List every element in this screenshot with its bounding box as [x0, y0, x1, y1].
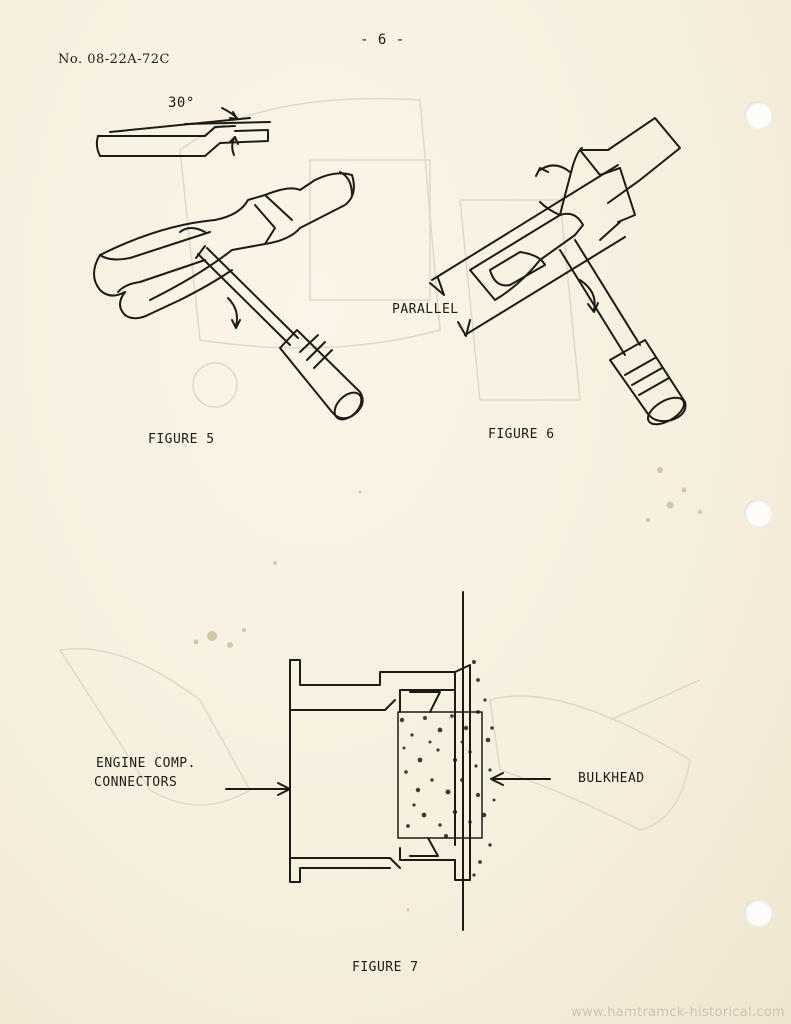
- engine-comp-label-line2: CONNECTORS: [94, 775, 178, 790]
- document-number: No. 08-22A-72C: [58, 52, 170, 67]
- binder-hole-middle: [744, 499, 772, 527]
- bulkhead-label: BULKHEAD: [578, 771, 645, 786]
- watermark-url: www.hamtramck-historical.com: [571, 1005, 785, 1020]
- binder-hole-top: [744, 101, 772, 129]
- paper-stains: [193, 467, 703, 912]
- figure-5-drawing: [93, 107, 364, 421]
- page-number: - 6 -: [360, 32, 405, 48]
- figure-7-drawing: [225, 591, 551, 931]
- parallel-label: PARALLEL: [392, 302, 459, 317]
- figure-6-drawing: [429, 117, 687, 426]
- angle-label: 30°: [168, 95, 195, 111]
- bulkhead-grommet-texture: [399, 660, 496, 877]
- figure-7-caption: FIGURE 7: [352, 960, 419, 975]
- binder-hole-bottom: [744, 899, 772, 927]
- figure-5-caption: FIGURE 5: [148, 432, 215, 447]
- figure-6-caption: FIGURE 6: [488, 427, 555, 442]
- bleed-through-ghost: [58, 97, 701, 831]
- engine-comp-label-line1: ENGINE COMP.: [96, 756, 196, 771]
